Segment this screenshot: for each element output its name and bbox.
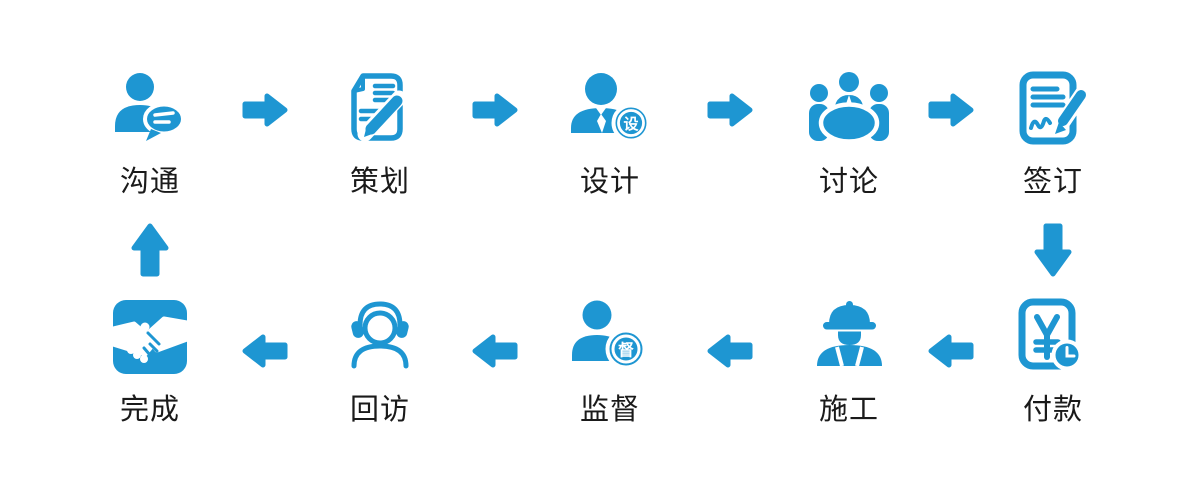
arrow-left-icon (241, 332, 289, 370)
step-signing: 签订 (978, 68, 1128, 198)
person-chat-icon (107, 68, 193, 152)
payment-yen-clock-icon (1010, 296, 1096, 380)
meeting-table-icon (806, 68, 892, 152)
designer-person-icon: 设 (565, 68, 655, 152)
step-label: 讨论 (818, 166, 879, 198)
step-design: 设 设计 (535, 68, 685, 198)
construction-worker-icon (806, 296, 892, 380)
arrow-right-icon (927, 91, 975, 129)
arrow-left-icon (927, 332, 975, 370)
arrow-left-icon (706, 332, 754, 370)
step-planning: 策划 (305, 68, 455, 198)
step-completion: 完成 (75, 296, 225, 426)
step-label: 设计 (579, 166, 640, 198)
supervisor-badge-char: 督 (618, 341, 634, 360)
contract-pen-icon (1010, 68, 1096, 152)
arrow-up-icon (129, 222, 171, 278)
headset-person-icon (337, 296, 423, 380)
step-label: 监督 (579, 394, 640, 426)
step-construction: 施工 (774, 296, 924, 426)
step-discussion: 讨论 (774, 68, 924, 198)
step-label: 施工 (818, 394, 879, 426)
supervisor-person-icon: 督 (565, 296, 655, 380)
step-label: 完成 (119, 394, 180, 426)
step-follow-up: 回访 (305, 296, 455, 426)
arrow-right-icon (241, 91, 289, 129)
arrow-right-icon (471, 91, 519, 129)
step-label: 策划 (349, 166, 410, 198)
step-supervision: 督 监督 (535, 296, 685, 426)
step-label: 沟通 (119, 166, 180, 198)
step-communication: 沟通 (75, 68, 225, 198)
handshake-icon (107, 296, 193, 380)
arrow-right-icon (706, 91, 754, 129)
step-label: 回访 (349, 394, 410, 426)
document-pencil-icon (337, 68, 423, 152)
arrow-down-icon (1032, 222, 1074, 278)
step-label: 签订 (1022, 166, 1083, 198)
designer-badge-char: 设 (623, 116, 638, 133)
step-label: 付款 (1022, 394, 1083, 426)
step-payment: 付款 (978, 296, 1128, 426)
arrow-left-icon (471, 332, 519, 370)
